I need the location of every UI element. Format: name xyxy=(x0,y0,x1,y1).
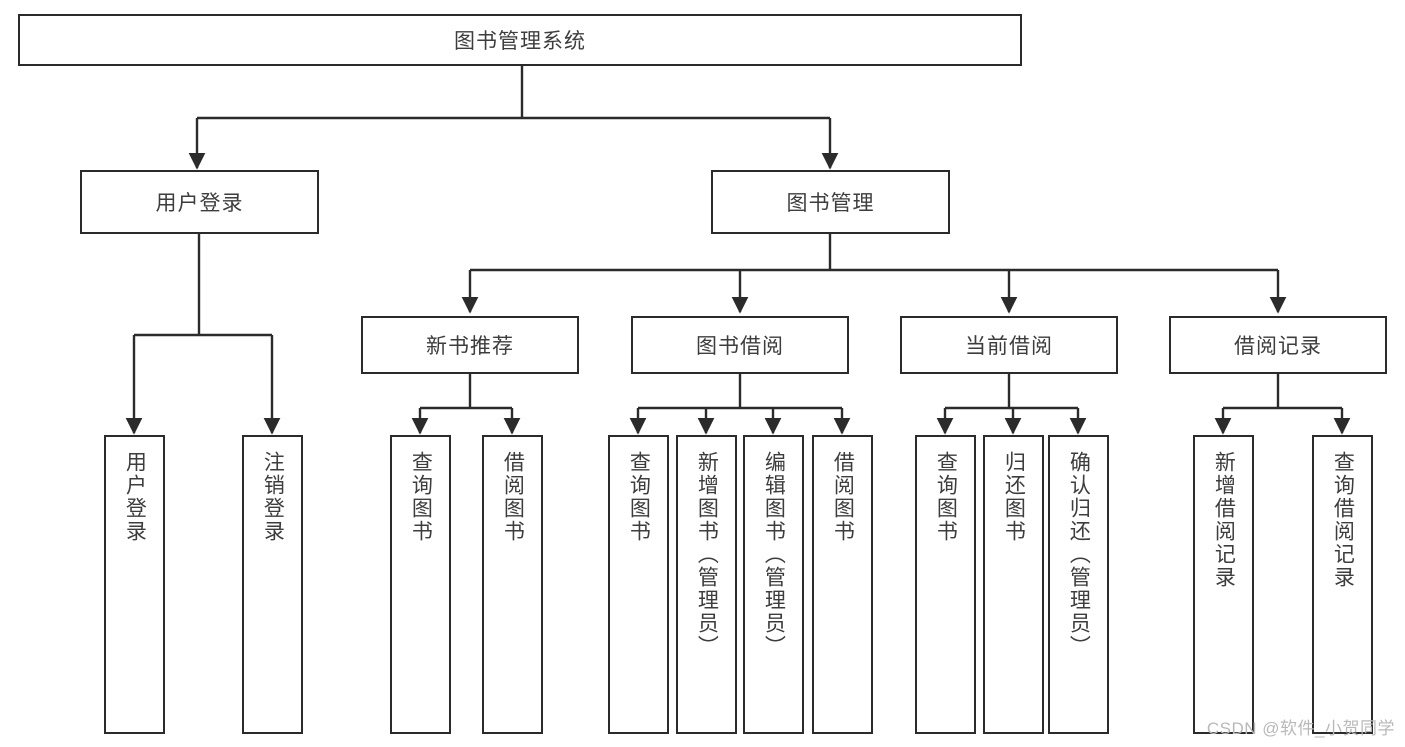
leaf-query-book-1[interactable]: 查询图书 xyxy=(390,435,451,734)
node-book-manage[interactable]: 图书管理 xyxy=(711,170,950,234)
node-book-borrow-label: 图书借阅 xyxy=(696,335,784,358)
leaf-query-book-1-label: 查询图书 xyxy=(409,451,433,543)
leaf-confirm-return-label: 确认归还（管理员） xyxy=(1067,451,1091,658)
node-borrow-record[interactable]: 借阅记录 xyxy=(1169,316,1387,374)
leaf-query-book-2-label: 查询图书 xyxy=(627,451,651,543)
node-current-borrow-label: 当前借阅 xyxy=(965,335,1053,358)
node-current-borrow[interactable]: 当前借阅 xyxy=(900,316,1118,374)
leaf-borrow-book-2[interactable]: 借阅图书 xyxy=(812,435,873,734)
leaf-add-book[interactable]: 新增图书（管理员） xyxy=(676,435,737,734)
node-new-book-rec[interactable]: 新书推荐 xyxy=(361,316,579,374)
node-borrow-record-label: 借阅记录 xyxy=(1234,335,1322,358)
node-root-label: 图书管理系统 xyxy=(454,30,586,53)
leaf-query-book-3-label: 查询图书 xyxy=(934,451,958,543)
watermark: CSDN @软件_小贺同学 xyxy=(1206,719,1395,738)
leaf-edit-book[interactable]: 编辑图书（管理员） xyxy=(743,435,804,734)
node-root[interactable]: 图书管理系统 xyxy=(18,14,1022,66)
leaf-borrow-book-1-label: 借阅图书 xyxy=(501,451,525,543)
leaf-user-login-label: 用户登录 xyxy=(123,451,147,543)
node-user-login-label: 用户登录 xyxy=(155,192,244,215)
leaf-return-book-label: 归还图书 xyxy=(1002,451,1026,543)
leaf-query-book-3[interactable]: 查询图书 xyxy=(915,435,976,734)
leaf-logout-label: 注销登录 xyxy=(261,451,285,543)
node-new-book-rec-label: 新书推荐 xyxy=(426,335,514,358)
leaf-return-book[interactable]: 归还图书 xyxy=(983,435,1044,734)
leaf-borrow-book-2-label: 借阅图书 xyxy=(831,451,855,543)
leaf-add-book-label: 新增图书（管理员） xyxy=(695,451,719,658)
leaf-logout[interactable]: 注销登录 xyxy=(242,435,303,734)
leaf-add-record[interactable]: 新增借阅记录 xyxy=(1193,435,1254,734)
leaf-query-record[interactable]: 查询借阅记录 xyxy=(1312,435,1373,734)
node-book-manage-label: 图书管理 xyxy=(786,192,875,215)
leaf-query-book-2[interactable]: 查询图书 xyxy=(608,435,669,734)
leaf-add-record-label: 新增借阅记录 xyxy=(1212,451,1236,589)
leaf-query-record-label: 查询借阅记录 xyxy=(1331,451,1355,589)
node-user-login[interactable]: 用户登录 xyxy=(80,170,319,234)
leaf-borrow-book-1[interactable]: 借阅图书 xyxy=(482,435,543,734)
leaf-edit-book-label: 编辑图书（管理员） xyxy=(762,451,786,658)
node-book-borrow[interactable]: 图书借阅 xyxy=(631,316,849,374)
leaf-confirm-return[interactable]: 确认归还（管理员） xyxy=(1048,435,1109,734)
leaf-user-login[interactable]: 用户登录 xyxy=(104,435,165,734)
